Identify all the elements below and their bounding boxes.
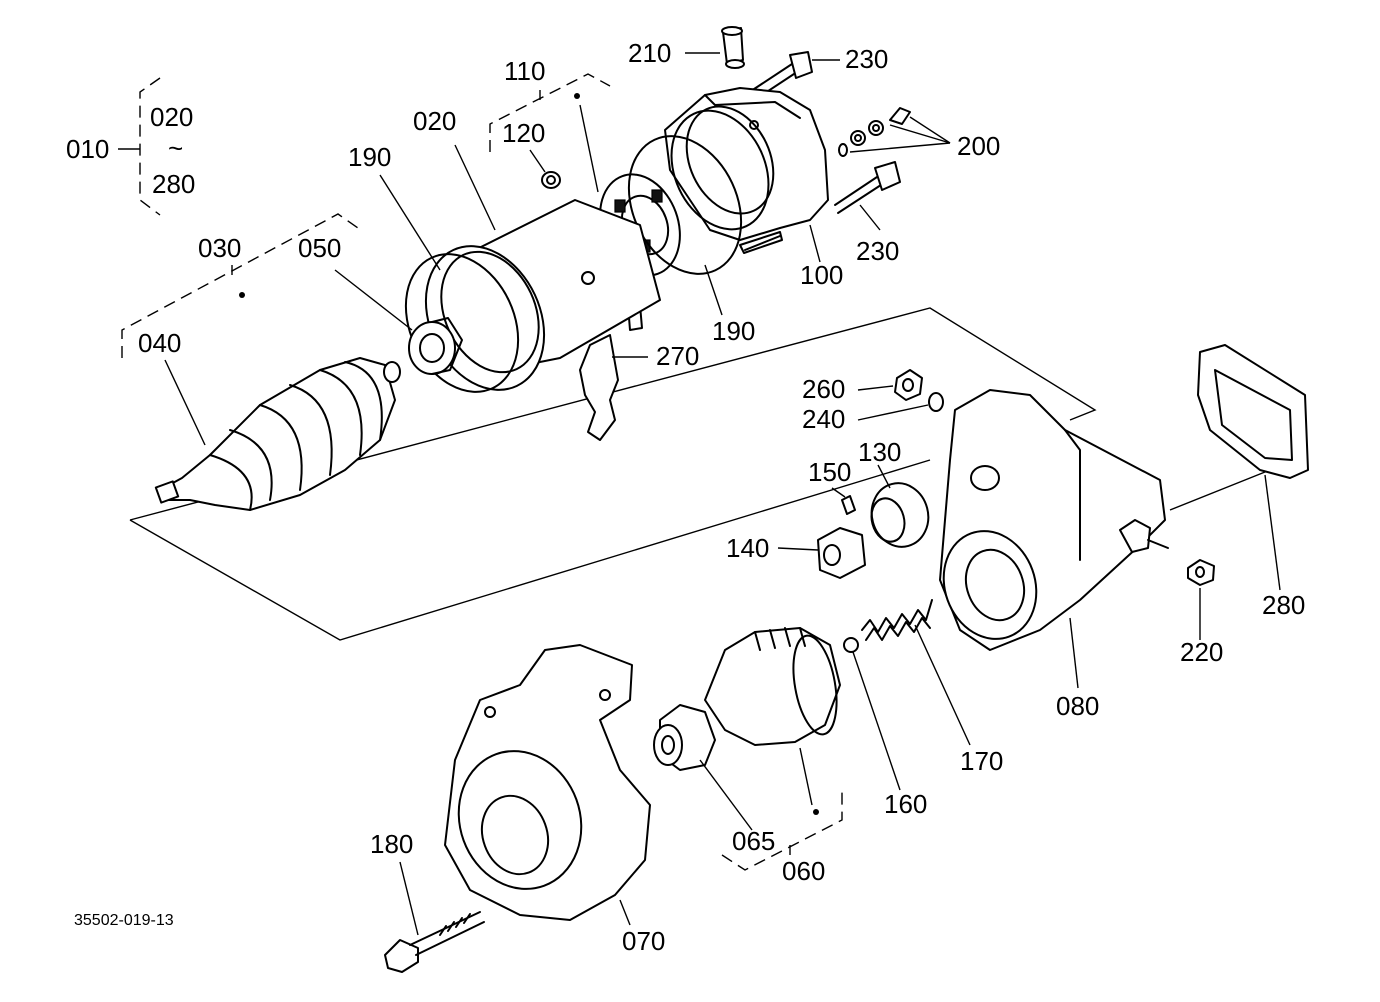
label-065: 065 — [732, 826, 775, 856]
label-190-left: 190 — [348, 142, 391, 172]
label-220: 220 — [1180, 637, 1223, 667]
label-130: 130 — [858, 437, 901, 467]
part-120-bearing — [529, 149, 561, 189]
part-160-steel-ball — [843, 637, 901, 791]
assembly-outline-lines — [129, 307, 1271, 641]
label-240: 240 — [802, 404, 845, 434]
label-260: 260 — [802, 374, 845, 404]
label-170: 170 — [960, 746, 1003, 776]
label-150: 150 — [808, 457, 851, 487]
part-240-washer — [857, 392, 944, 421]
label-030: 030 — [198, 233, 241, 263]
label-060: 060 — [782, 856, 825, 886]
label-180: 180 — [370, 829, 413, 859]
kit-bracket-110 — [489, 73, 611, 152]
label-280: 280 — [1262, 590, 1305, 620]
label-190-right: 190 — [712, 316, 755, 346]
label-070: 070 — [622, 926, 665, 956]
part-060-overrunning-clutch — [704, 627, 841, 806]
part-280-cover — [1197, 344, 1309, 591]
part-100-rear-end-frame — [664, 87, 829, 263]
part-130-roller-bearing — [870, 464, 930, 548]
drawing-number: 35502-019-13 — [74, 912, 174, 929]
part-230-through-bolt-bottom — [744, 161, 901, 251]
label-140: 140 — [726, 533, 769, 563]
label-210: 210 — [628, 38, 671, 68]
part-210-terminal-bolt — [685, 26, 745, 69]
label-200: 200 — [957, 131, 1000, 161]
part-180-bolt — [384, 861, 485, 973]
label-120: 120 — [502, 118, 545, 148]
label-280-group: 280 — [152, 169, 195, 199]
part-050-ball-bearing — [334, 269, 463, 375]
label-270: 270 — [656, 341, 699, 371]
kit-bracket-030 — [121, 213, 359, 358]
part-065-pinion — [653, 704, 753, 831]
assembly-bracket-010 — [118, 77, 161, 216]
label-020: 020 — [413, 106, 456, 136]
label-tilde: ~ — [168, 133, 183, 163]
part-150-pin — [831, 487, 856, 515]
label-020-group: 020 — [150, 102, 193, 132]
label-040: 040 — [138, 328, 181, 358]
part-number-labels: 010 020 ~ 280 110 120 020 190 210 230 20… — [66, 38, 1305, 956]
part-080-center-bracket — [939, 389, 1169, 689]
part-040-armature — [154, 357, 401, 511]
part-200-washers-screw — [838, 107, 951, 157]
label-110: 110 — [504, 56, 545, 86]
label-010: 010 — [66, 134, 109, 164]
part-220-nut — [1187, 559, 1215, 640]
part-070-drive-housing — [444, 644, 651, 926]
part-140-clutch-piece — [777, 527, 866, 579]
kit-bracket-060 — [721, 790, 843, 871]
label-050: 050 — [298, 233, 341, 263]
part-260-nut — [857, 369, 923, 401]
label-230-bottom: 230 — [856, 236, 899, 266]
part-270-lead-wire — [579, 334, 648, 441]
part-170-spring — [861, 599, 971, 746]
label-080: 080 — [1056, 691, 1099, 721]
label-100: 100 — [800, 260, 843, 290]
label-230-top: 230 — [845, 44, 888, 74]
label-160: 160 — [884, 789, 927, 819]
